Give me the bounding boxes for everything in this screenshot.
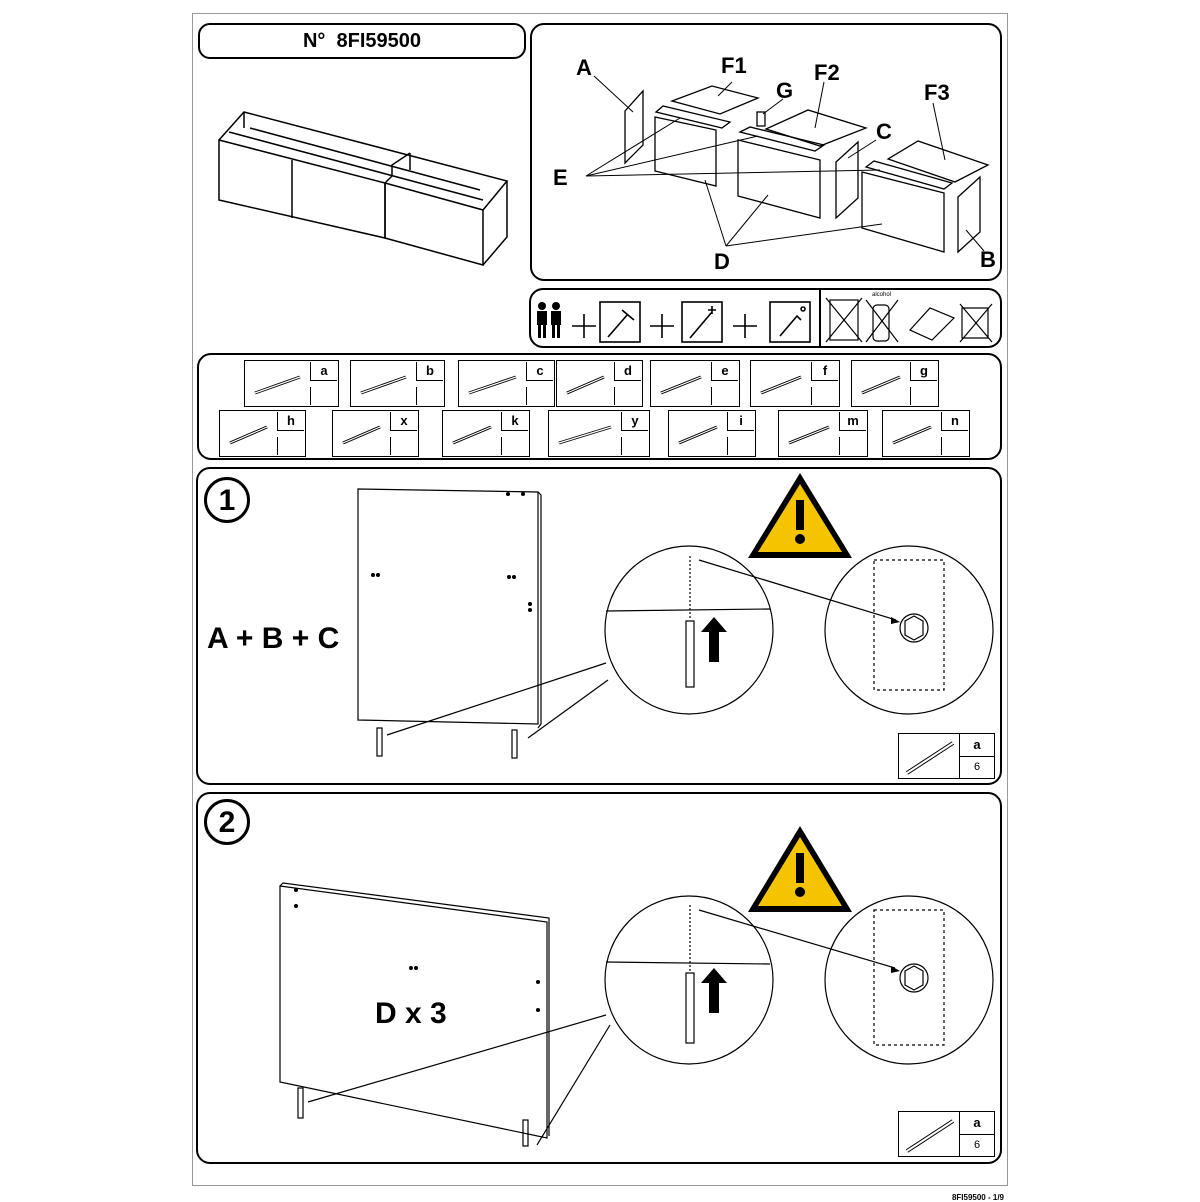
hardware-letter: n (941, 412, 968, 431)
hardware-part-b: b (350, 360, 445, 407)
tools-panel (529, 288, 1002, 348)
oval-pad-icon (858, 371, 906, 397)
hardware-part-a: a (244, 360, 339, 407)
step-1-part-letter: a (959, 734, 994, 757)
label-d-fronts: D (714, 249, 730, 274)
model-prefix: N° (302, 29, 326, 52)
label-a-side-panel: A (576, 55, 592, 80)
hardware-qty-cell (711, 387, 738, 405)
rail-strip-icon (555, 421, 617, 447)
hardware-part-x: x (332, 410, 419, 457)
step-2-part-qty: 6 (959, 1134, 994, 1156)
cam-dowel-icon (357, 371, 412, 397)
hardware-letter: b (416, 362, 443, 381)
hardware-letter: k (501, 412, 528, 431)
hardware-part-n: n (882, 410, 970, 457)
hardware-qty-cell (277, 437, 304, 455)
label-f2-top: F2 (814, 60, 840, 85)
oval-washer-icon (339, 421, 386, 447)
hardware-letter: d (614, 362, 641, 381)
hardware-letter: a (310, 362, 337, 381)
hardware-letter: e (711, 362, 738, 381)
label-c-side-panel: C (876, 119, 892, 144)
step-1-number: 1 (204, 477, 250, 523)
hardware-qty-cell (811, 387, 838, 405)
long-bolt-icon (251, 371, 306, 397)
step-2-label: D x 3 (375, 997, 447, 1030)
short-screw-icon (563, 371, 610, 397)
exploded-view-panel (530, 23, 1002, 281)
hardware-part-d: d (556, 360, 643, 407)
hardware-letter: x (390, 412, 417, 431)
hardware-qty-cell (910, 387, 937, 405)
warning-sign-icon (748, 826, 852, 912)
hardware-qty-cell (310, 387, 337, 405)
two-persons-icon (537, 302, 561, 338)
allen-key-icon (757, 371, 807, 397)
warning-sign-icon (748, 473, 852, 558)
label-g-part: G (776, 78, 794, 103)
hardware-part-e: e (650, 360, 740, 407)
hardware-qty-cell (727, 437, 754, 455)
hardware-letter: g (910, 362, 937, 381)
hardware-qty-cell (526, 387, 553, 405)
step-1-label: A + B + C (207, 622, 340, 655)
hardware-qty-cell (416, 387, 443, 405)
hardware-part-m: m (778, 410, 868, 457)
label-b-side-panel: B (980, 247, 996, 272)
hardware-letter: h (277, 412, 304, 431)
label-f1-top: F1 (721, 53, 747, 78)
hardware-qty-cell (839, 437, 866, 455)
hardware-letter: c (526, 362, 553, 381)
hardware-qty-cell (621, 437, 648, 455)
hardware-letter: y (621, 412, 648, 431)
wall-screw-icon (675, 421, 723, 447)
label-f3-top: F3 (924, 80, 950, 105)
wall-plug-icon (785, 421, 835, 447)
hardware-letter: m (839, 412, 866, 431)
hardware-letter: f (811, 362, 838, 381)
step-2-panel (196, 792, 1002, 1164)
step-2-parts-box: a 6 (898, 1111, 995, 1157)
step-1-part-qty: 6 (959, 756, 994, 778)
alcohol-label: alcohol (872, 292, 892, 298)
pin-icon (449, 421, 497, 447)
step-1-panel (196, 467, 1002, 785)
hardware-part-y: y (548, 410, 650, 457)
hardware-part-c: c (458, 360, 555, 407)
plastic-plug-icon (657, 371, 707, 397)
hardware-qty-cell (390, 437, 417, 455)
hardware-qty-cell (501, 437, 528, 455)
step-2-number: 2 (204, 799, 250, 845)
hardware-qty-cell (941, 437, 968, 455)
hardware-part-g: g (851, 360, 939, 407)
step-2-part-letter: a (959, 1112, 994, 1135)
instruction-sheet (192, 13, 1008, 1186)
hardware-part-i: i (668, 410, 756, 457)
hardware-part-k: k (442, 410, 530, 457)
angle-bracket-icon (465, 371, 522, 397)
wood-dowel-icon (226, 421, 273, 447)
adjustable-foot-icon (889, 421, 937, 447)
hardware-letter: i (727, 412, 754, 431)
model-code: 8FI59500 (336, 29, 422, 52)
label-e-rails: E (553, 165, 568, 190)
step-1-parts-box: a 6 (898, 733, 995, 779)
model-number-box: N° 8FI59500 (198, 23, 526, 59)
hardware-part-f: f (750, 360, 840, 407)
hardware-qty-cell (614, 387, 641, 405)
hardware-part-h: h (219, 410, 306, 457)
page-footer: 8FI59500 - 1/9 (951, 1193, 1004, 1202)
